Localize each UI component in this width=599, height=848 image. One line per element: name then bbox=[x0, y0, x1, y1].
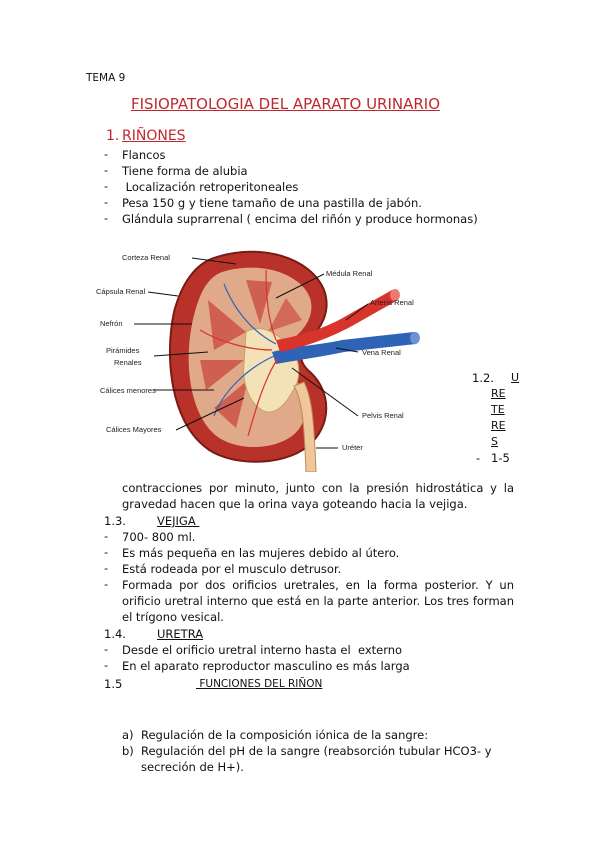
label-capsula: Cápsula Renal bbox=[96, 287, 146, 296]
kidney-figure: Corteza Renal Cápsula Renal Nefrón Pirám… bbox=[96, 240, 456, 473]
label-renales: Renales bbox=[114, 358, 142, 367]
section-4-number: 1.4. bbox=[104, 627, 126, 641]
section-2-number: 1.2. bbox=[472, 371, 494, 385]
ureter-letter: S bbox=[491, 435, 498, 448]
section-4-heading: URETRA bbox=[157, 627, 204, 641]
page-title: FISIOPATOLOGIA DEL APARATO URINARIO bbox=[131, 95, 441, 113]
dash: - bbox=[104, 195, 109, 209]
label-corteza: Corteza Renal bbox=[122, 253, 170, 262]
list-item: Tiene forma de alubia bbox=[122, 164, 248, 178]
label-piramides: Pirámides bbox=[106, 346, 140, 355]
list-item: Es más pequeña en las mujeres debido al … bbox=[122, 546, 400, 560]
list-item: Regulación del pH de la sangre (reabsorc… bbox=[141, 744, 492, 774]
section-3-number: 1.3. bbox=[104, 514, 126, 528]
label-arteria: Arteria Renal bbox=[370, 298, 414, 307]
label-pelvis: Pelvis Renal bbox=[362, 411, 404, 420]
label-caliz-mayor: Cálices Mayores bbox=[106, 425, 162, 434]
dash: - bbox=[476, 451, 481, 465]
list-item: Está rodeada por el musculo detrusor. bbox=[122, 562, 342, 576]
list-item: Pesa 150 g y tiene tamaño de una pastill… bbox=[122, 196, 422, 210]
section-1-heading: RIÑONES bbox=[122, 128, 186, 144]
label-caliz-menor: Cálices menores bbox=[100, 386, 156, 395]
kidney-diagram bbox=[134, 250, 420, 473]
section-3-heading: VEJIGA bbox=[157, 514, 200, 528]
dash: - bbox=[104, 658, 109, 672]
section-5-heading: FUNCIONES DEL RIÑON bbox=[196, 678, 323, 690]
list-marker: a) bbox=[122, 728, 134, 742]
list-item: Regulación de la composición iónica de l… bbox=[141, 728, 429, 742]
label-vena: Vena Renal bbox=[362, 348, 401, 357]
dash: - bbox=[104, 211, 109, 225]
ureter-letter: RE bbox=[491, 387, 506, 400]
list-item: Formada por dos orificios uretrales, en … bbox=[122, 578, 514, 624]
list-item: 700- 800 ml. bbox=[122, 530, 196, 544]
section-1-number: 1. bbox=[106, 128, 120, 144]
dash: - bbox=[104, 147, 109, 161]
section-5-number: 1.5 bbox=[104, 677, 123, 691]
ureter-letter: U bbox=[511, 371, 520, 384]
dash: - bbox=[104, 545, 109, 559]
dash: - bbox=[104, 642, 109, 656]
ureter-dash-text: 1-5 bbox=[491, 451, 510, 465]
list-item: Desde el orificio uretral interno hasta … bbox=[122, 643, 403, 657]
ureter-letter: RE bbox=[491, 419, 506, 432]
list-item: Flancos bbox=[122, 148, 166, 162]
list-item: Localización retroperitoneales bbox=[122, 180, 299, 194]
tema-label: TEMA 9 bbox=[86, 72, 126, 84]
label-nefron: Nefrón bbox=[100, 319, 123, 328]
ureter-continuation: contracciones por minuto, junto con la p… bbox=[122, 481, 514, 511]
list-item: Glándula suprarrenal ( encima del riñón … bbox=[122, 212, 478, 226]
ureter-letter: TE bbox=[491, 403, 505, 416]
dash: - bbox=[104, 577, 109, 591]
list-marker: b) bbox=[122, 744, 134, 758]
list-item: En el aparato reproductor masculino es m… bbox=[122, 659, 410, 673]
dash: - bbox=[104, 179, 109, 193]
label-medula: Médula Renal bbox=[326, 269, 373, 278]
dash: - bbox=[104, 529, 109, 543]
label-ureter: Uréter bbox=[342, 443, 363, 452]
dash: - bbox=[104, 561, 109, 575]
dash: - bbox=[104, 163, 109, 177]
